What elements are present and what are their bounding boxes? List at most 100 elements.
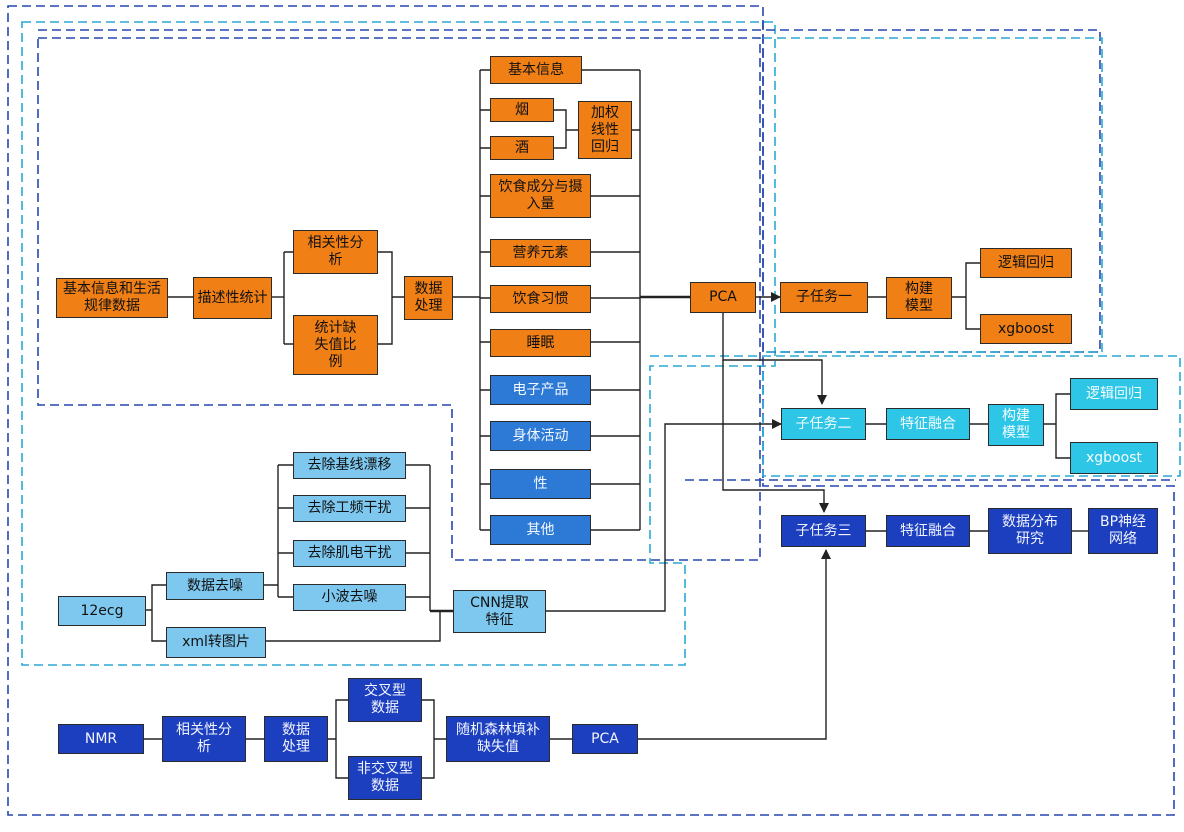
node-other: 其他 [490, 515, 591, 545]
node-sleep: 睡眠 [490, 329, 591, 357]
frame-outer-dark [7, 5, 1175, 816]
edge-cross-merge [422, 699, 446, 779]
node-logistic-regression-1: 逻辑回归 [980, 248, 1072, 278]
node-label: 统计缺失值比例 [314, 319, 357, 370]
node-12ecg: 12ecg [58, 596, 146, 626]
node-smoking: 烟 [490, 98, 554, 122]
node-diet-intake: 饮食成分与摄入量 [490, 174, 591, 218]
edge-pca1-to-subtask3 [722, 360, 829, 513]
frame-subtask2 [650, 355, 1181, 477]
node-eating-habits: 饮食习惯 [490, 285, 591, 313]
frame-subtask1 [763, 37, 1103, 353]
node-subtask-2: 子任务二 [781, 408, 866, 440]
edge-split-1 [283, 251, 293, 345]
node-label: 小波去噪 [321, 589, 378, 605]
node-label: 构建模型 [1002, 408, 1030, 441]
node-label: 基本信息 [508, 61, 564, 78]
node-label: 12ecg [80, 602, 124, 619]
node-label: PCA [709, 289, 737, 305]
node-data-distribution-study: 数据分布研究 [988, 508, 1072, 554]
edge-ecg-split [146, 584, 166, 642]
node-physical-activity: 身体活动 [490, 421, 591, 451]
edge-denoise-merge [406, 464, 431, 611]
node-label: 随机森林填补缺失值 [456, 722, 540, 755]
node-label: 子任务二 [795, 415, 852, 432]
node-label: 逻辑回归 [1086, 385, 1142, 402]
node-label: 数据处理 [414, 281, 443, 314]
node-non-cross-type-data: 非交叉型数据 [348, 756, 422, 800]
node-label: 酒 [515, 139, 529, 156]
node-wavelet-denoise: 小波去噪 [293, 584, 406, 611]
node-weighted-linear-regression: 加权线性回归 [578, 101, 632, 159]
node-label: BP神经网络 [1099, 514, 1147, 547]
node-feature-fusion-2: 特征融合 [886, 408, 970, 440]
node-label: 交叉型数据 [364, 683, 406, 716]
node-label: 营养元素 [512, 244, 569, 261]
frame-ecg-branch [21, 21, 776, 666]
node-feature-fusion-3: 特征融合 [886, 515, 970, 547]
node-sex: 性 [490, 469, 591, 499]
node-xgboost-1: xgboost [980, 314, 1072, 344]
node-correlation-analysis-2: 相关性分析 [162, 716, 246, 762]
edge-merge-1 [378, 251, 404, 345]
node-label: 去除工频干扰 [307, 500, 392, 516]
node-label: NMR [84, 730, 118, 747]
node-label: 相关性分析 [176, 722, 232, 755]
node-label: 饮食成分与摄入量 [498, 179, 583, 212]
frame-lifestyle-dark [38, 18, 1101, 353]
node-xml-to-image: xml转图片 [166, 627, 266, 658]
node-xgboost-2: xgboost [1070, 442, 1158, 474]
node-label: PCA [591, 730, 619, 747]
node-label: 去除肌电干扰 [307, 545, 392, 561]
node-nmr: NMR [58, 724, 144, 754]
node-label: 身体活动 [512, 427, 569, 444]
node-label: 电子产品 [512, 381, 569, 398]
node-label: CNN提取特征 [470, 594, 529, 628]
node-missing-value-ratio: 统计缺失值比例 [293, 315, 378, 375]
node-label: xgboost [1086, 449, 1142, 466]
node-pca-1: PCA [690, 282, 756, 313]
node-label: 相关性分析 [307, 235, 364, 268]
node-label: 基本信息和生活规律数据 [63, 281, 161, 314]
edge-denoise-split [264, 464, 293, 598]
node-alcohol: 酒 [490, 136, 554, 160]
node-label: 烟 [515, 101, 529, 118]
node-cnn-feature-extraction: CNN提取特征 [453, 590, 546, 633]
node-remove-powerline-interference: 去除工频干扰 [293, 495, 406, 522]
node-label: 构建模型 [905, 281, 933, 314]
node-label: 逻辑回归 [998, 254, 1054, 271]
edge-pca2-to-subtask3 [638, 549, 831, 740]
node-cross-type-data: 交叉型数据 [348, 678, 422, 722]
node-subtask-1: 子任务一 [780, 282, 868, 313]
node-bp-neural-network: BP神经网络 [1088, 508, 1158, 554]
node-label: xgboost [998, 320, 1054, 337]
edge-cnn-to-subtask2 [546, 419, 782, 612]
node-descriptive-statistics: 描述性统计 [193, 277, 272, 319]
edge-xml-to-cnn [266, 611, 441, 642]
edge-alcohol-smoke-to-weighted [554, 109, 578, 149]
node-label: 睡眠 [526, 334, 555, 351]
node-label: 去除基线漂移 [307, 457, 392, 473]
node-label: 非交叉型数据 [357, 761, 413, 794]
node-label: 数据处理 [282, 722, 310, 755]
node-build-model-1: 构建模型 [886, 277, 952, 319]
node-label: 特征融合 [900, 415, 956, 432]
node-remove-baseline-drift: 去除基线漂移 [293, 452, 406, 479]
edge-bus-left-stubs [480, 69, 490, 531]
edge-proc-split [328, 699, 348, 779]
node-label: 加权线性回归 [591, 104, 619, 155]
node-random-forest-impute: 随机森林填补缺失值 [446, 716, 550, 762]
node-label: 子任务一 [796, 289, 852, 305]
connectors [144, 69, 1088, 779]
node-nutrients: 营养元素 [490, 239, 591, 267]
node-label: 特征融合 [900, 522, 956, 539]
node-label: 性 [533, 475, 548, 492]
node-data-processing-2: 数据处理 [264, 716, 328, 762]
node-remove-emg-interference: 去除肌电干扰 [293, 540, 406, 567]
node-data-processing-1: 数据处理 [404, 276, 453, 320]
node-label: 数据去噪 [187, 577, 243, 594]
node-correlation-analysis-1: 相关性分析 [293, 230, 378, 274]
node-basic-info: 基本信息 [490, 56, 582, 84]
node-label: 数据分布研究 [1002, 514, 1058, 547]
